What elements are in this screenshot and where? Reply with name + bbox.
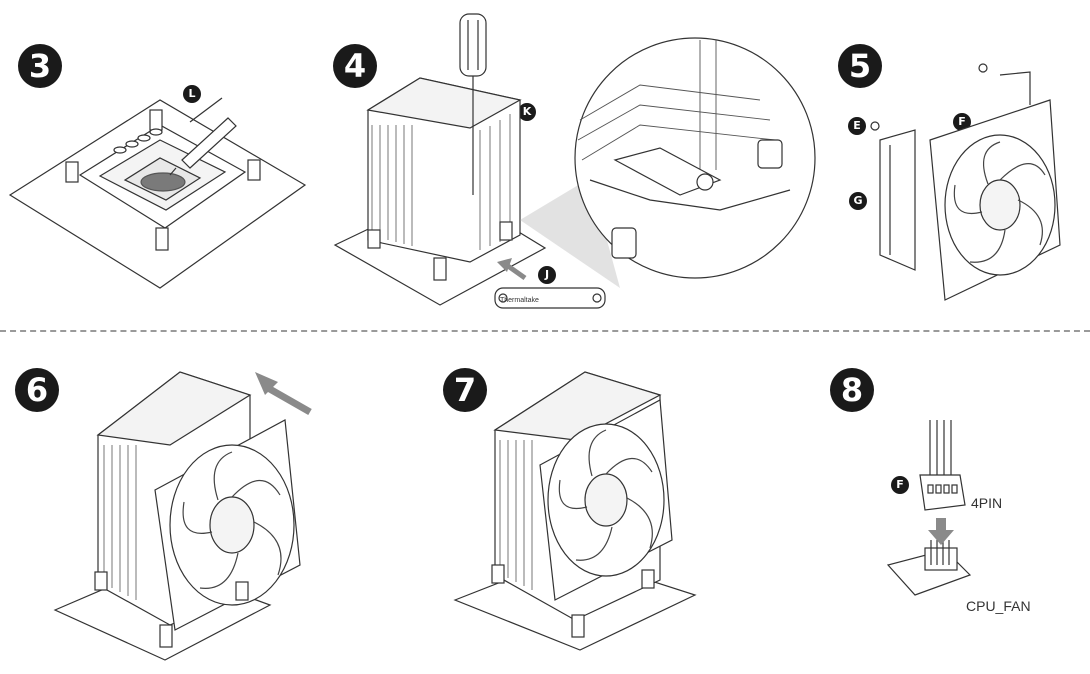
- part-label-j: J: [538, 266, 556, 284]
- bracket-brand-text: Thermaltake: [500, 297, 539, 304]
- part-label-k: K: [518, 103, 536, 121]
- header-label-cpu-fan: CPU_FAN: [966, 598, 1031, 614]
- step-7-illustration: [453, 371, 697, 651]
- fan-4pin-plug: [919, 420, 966, 511]
- step-7-badge: 7: [443, 368, 487, 412]
- step-3-badge: 3: [18, 44, 62, 88]
- motherboard-plate: [8, 99, 307, 289]
- step-5-illustration: [870, 63, 1061, 301]
- cpu-fan-header: [886, 540, 972, 596]
- step-4-badge: 4: [333, 44, 377, 88]
- part-label-f: F: [953, 113, 971, 131]
- step-6-illustration: [53, 371, 312, 661]
- part-label-l: L: [183, 85, 201, 103]
- step-6-badge: 6: [15, 368, 59, 412]
- step-4-illustration: Thermaltake: [333, 13, 816, 309]
- step-5-badge: 5: [838, 44, 882, 88]
- step-3-illustration: [8, 97, 307, 289]
- part-label-g: G: [849, 192, 867, 210]
- part-label-f-connector: F: [891, 476, 909, 494]
- fan-clip: [879, 129, 916, 271]
- section-divider: [0, 330, 1090, 332]
- install-arrow: [255, 372, 278, 395]
- part-label-e: E: [848, 117, 866, 135]
- connector-label-4pin: 4PIN: [971, 495, 1003, 511]
- step-8-badge: 8: [830, 368, 874, 412]
- plug-in-arrow-stem: [936, 518, 946, 532]
- plug-in-arrow: [928, 530, 954, 545]
